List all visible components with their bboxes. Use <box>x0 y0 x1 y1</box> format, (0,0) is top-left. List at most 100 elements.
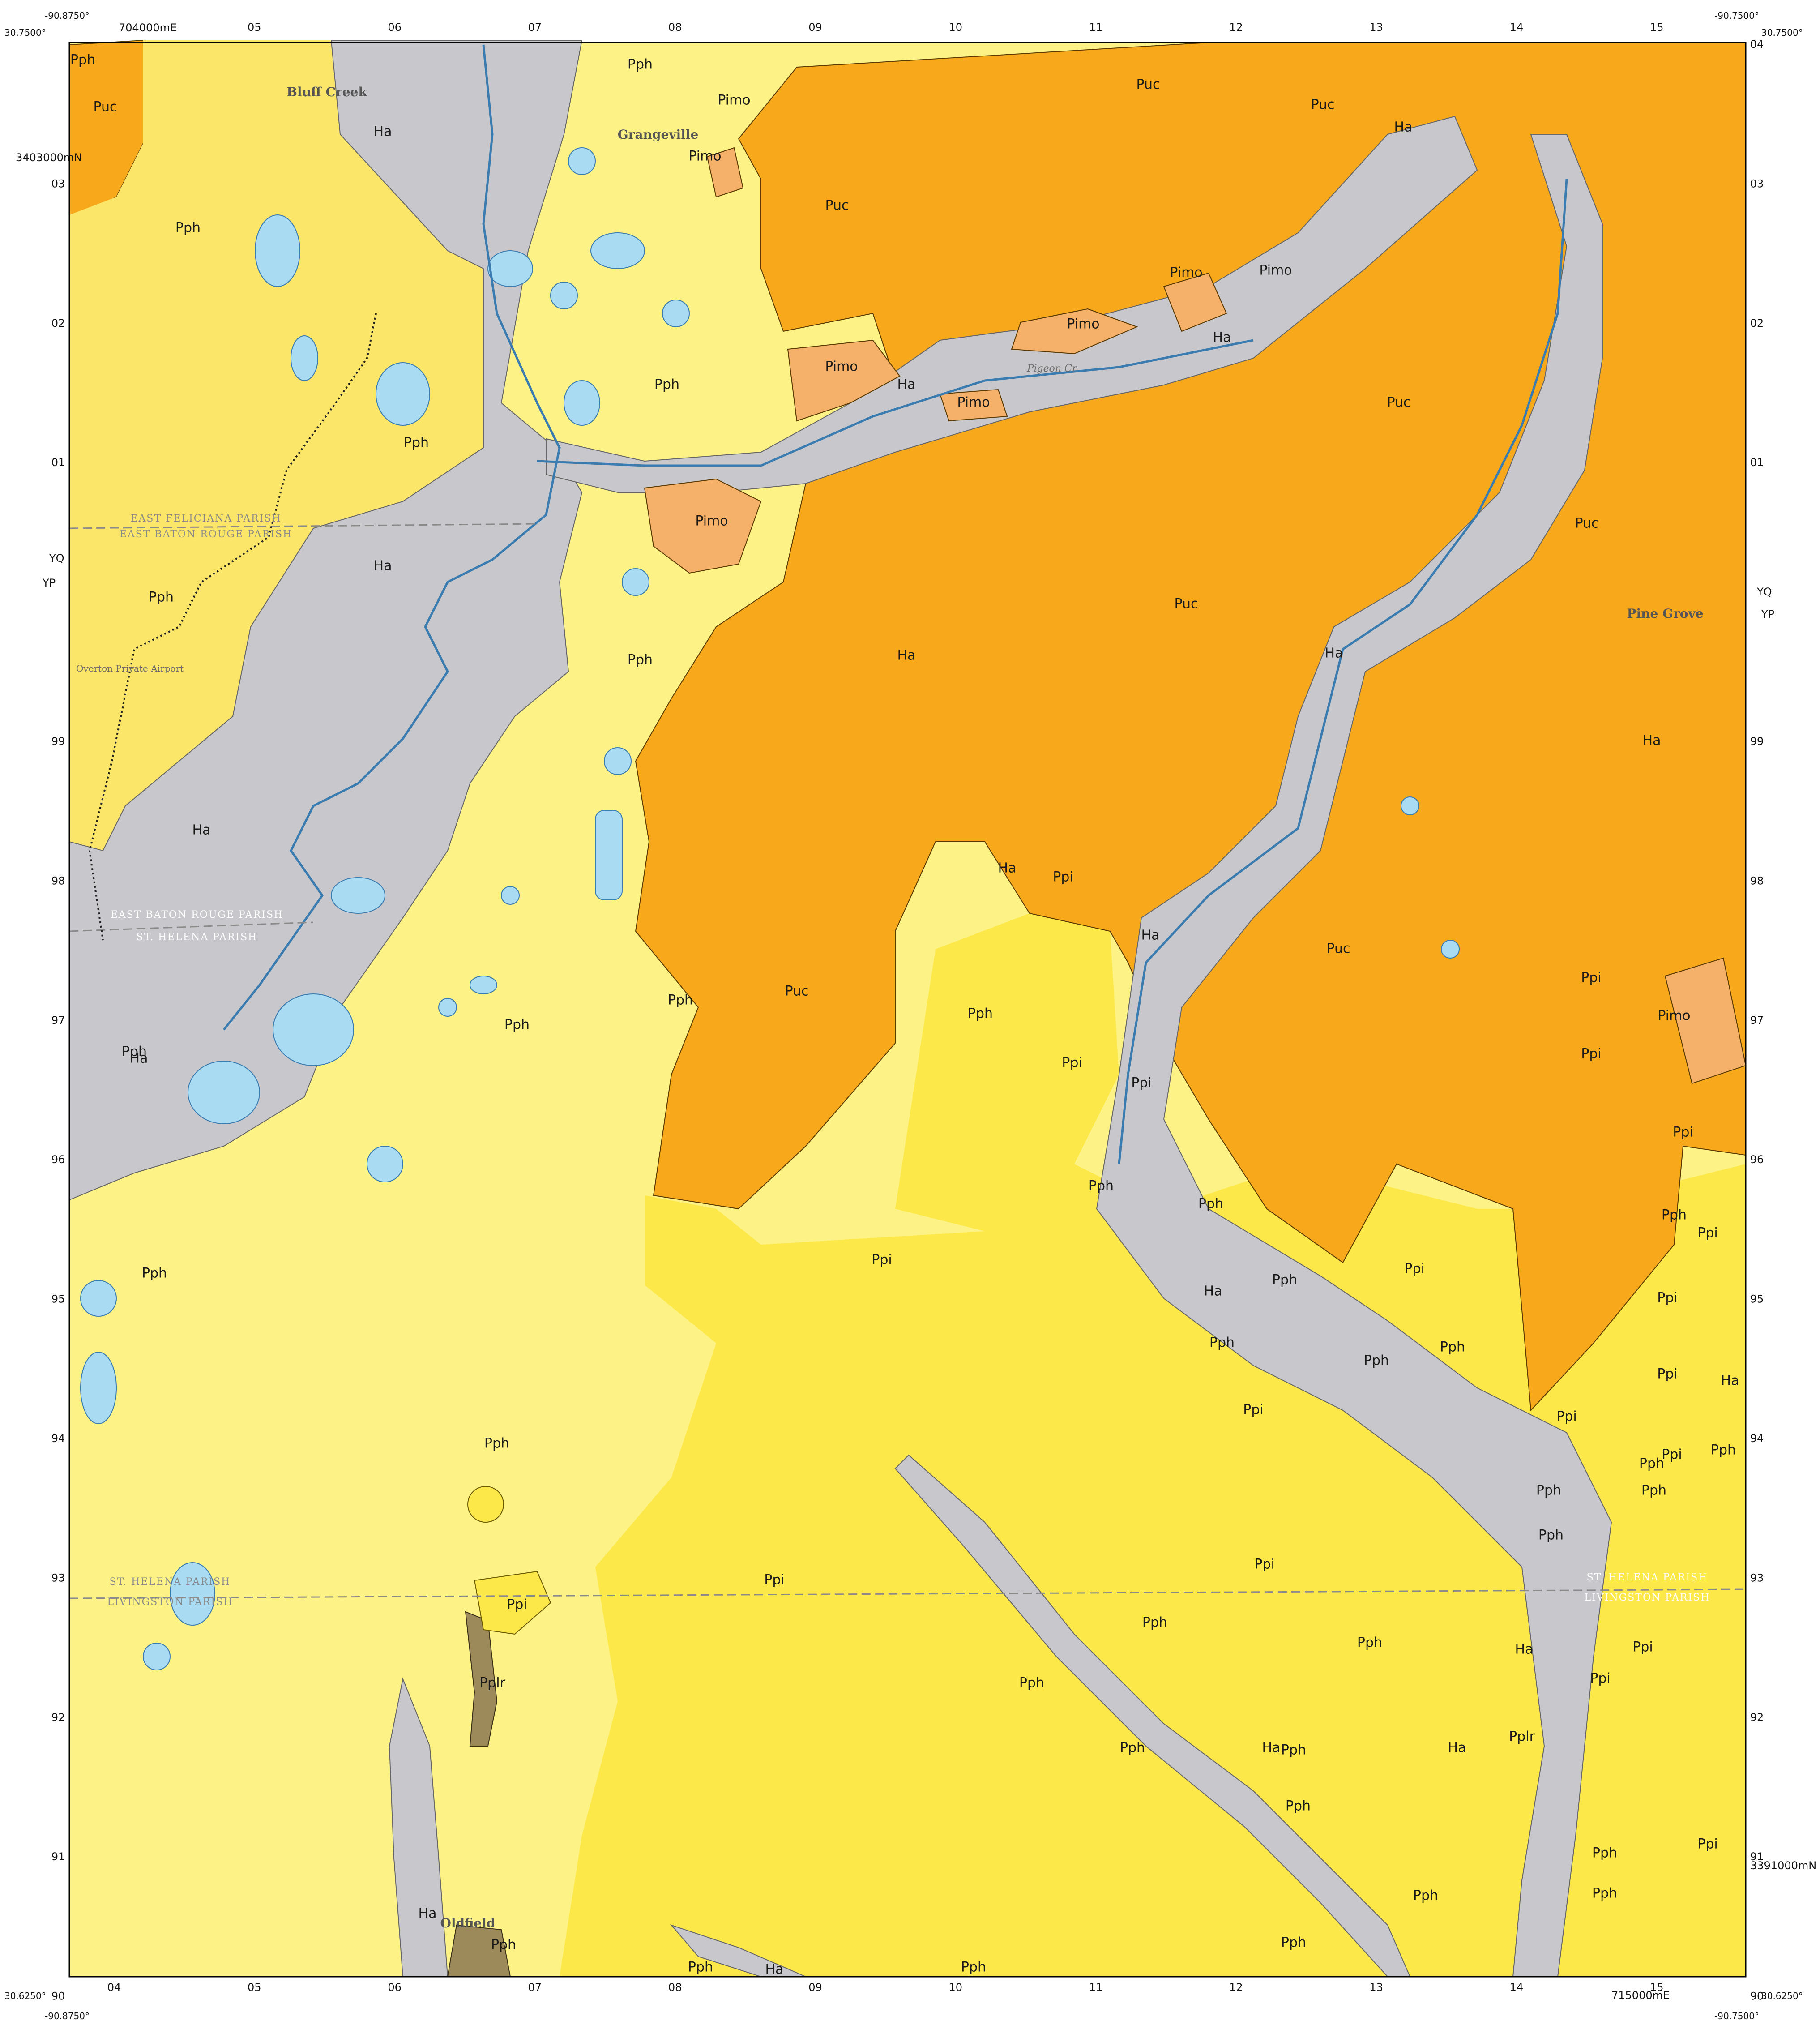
grid-tick-top: 06 <box>388 21 402 34</box>
unit-label-ppi: Ppi <box>1062 1055 1082 1071</box>
grid-tick-left: 92 <box>51 1711 65 1724</box>
unit-label-ha: Ha <box>1643 733 1661 749</box>
unit-label-pph: Pph <box>1357 1635 1382 1651</box>
parish-east-baton-rouge: EAST BATON ROUGE PARISH <box>120 529 292 540</box>
unit-label-pph: Pph <box>1538 1528 1564 1543</box>
grid-tick-left: 98 <box>51 874 65 887</box>
water-bodies <box>80 147 1460 1670</box>
unit-label-pimo: Pimo <box>688 149 721 164</box>
county-road <box>88 313 377 941</box>
grid-tick-left: 97 <box>51 1014 65 1027</box>
unit-label-pph: Pph <box>1592 1845 1617 1861</box>
unit-label-ha: Ha <box>998 861 1017 876</box>
grid-tick-right: 99 <box>1750 735 1764 748</box>
unit-label-ppi: Ppi <box>1053 869 1073 885</box>
unit-label-pph: Pph <box>1440 1340 1465 1355</box>
unit-label-ha: Ha <box>897 648 916 664</box>
unit-label-pimo: Pimo <box>1658 1008 1690 1024</box>
corner-tr-lat: 30.7500° <box>1761 27 1803 38</box>
streams <box>223 44 1568 1164</box>
unit-label-ppi: Ppi <box>764 1572 784 1588</box>
grid-tick-right: 96 <box>1750 1153 1764 1166</box>
unit-label-ppi: Ppi <box>1673 1125 1693 1140</box>
unit-label-puc: Puc <box>1387 395 1410 411</box>
place-oldfield: Oldfield <box>440 1916 496 1931</box>
unit-label-pph: Pph <box>1019 1675 1044 1691</box>
grid-tick-right: 98 <box>1750 874 1764 887</box>
unit-label-ppi: Ppi <box>1254 1557 1274 1572</box>
grid-tick-bottom: 06 <box>388 1981 402 1994</box>
unit-label-pph: Pph <box>961 1960 986 1975</box>
parish-boundaries <box>69 523 1746 1599</box>
corner-br-lat: 30.6250° <box>1761 1991 1803 2001</box>
unit-pimo-5 <box>939 389 1008 422</box>
utm-zone-right-bottom: YP <box>1761 608 1774 621</box>
unit-label-ppi: Ppi <box>1657 1290 1677 1306</box>
grid-tick-left: 01 <box>51 456 65 469</box>
grid-tick-right: 93 <box>1750 1571 1764 1584</box>
grid-tick-bottom: 11 <box>1089 1981 1103 1994</box>
place-overton: Overton Private Airport <box>76 663 184 674</box>
unit-ppi-area-2 <box>895 913 1119 1231</box>
unit-labels: PphPucPphHaPphPimoPimoPphPphHaPphPimoPph… <box>70 52 1739 1978</box>
unit-label-ppi: Ppi <box>1590 1671 1610 1687</box>
unit-label-pph: Pph <box>1639 1456 1664 1472</box>
unit-label-pph: Pph <box>1364 1353 1389 1369</box>
utm-right-northing: 3391000mN <box>1750 1859 1816 1872</box>
unit-label-pph: Pph <box>1641 1483 1666 1498</box>
grid-tick-right: 03 <box>1750 177 1764 190</box>
parish-east-baton-rouge-2: EAST BATON ROUGE PARISH <box>111 909 283 920</box>
corner-bl-lon: -90.8750° <box>45 2011 90 2021</box>
unit-label-pph: Pph <box>175 220 201 236</box>
grid-tick-bottom: 07 <box>528 1981 542 1994</box>
unit-label-pph: Pph <box>404 435 429 451</box>
unit-label-pplr: Pplr <box>1509 1729 1535 1745</box>
corner-tl-lon: -90.8750° <box>45 10 90 21</box>
unit-label-pph: Pph <box>968 1006 993 1022</box>
place-grangeville: Grangeville <box>618 127 699 142</box>
grid-tick-bottom: 09 <box>808 1981 822 1994</box>
unit-label-pimo: Pimo <box>1067 317 1099 332</box>
utm-left-northing: 3403000mN <box>16 151 82 164</box>
unit-pimo-2 <box>787 339 901 422</box>
unit-label-ha: Ha <box>1515 1642 1534 1657</box>
unit-label-ppi: Ppi <box>1131 1075 1151 1091</box>
grid-tick-top: 07 <box>528 21 542 34</box>
grid-tick-bottom: 12 <box>1229 1981 1243 1994</box>
grid-tick-right: 95 <box>1750 1293 1764 1306</box>
unit-label-pph: Pph <box>1662 1207 1687 1223</box>
place-bluff-creek: Bluff Creek <box>286 85 367 99</box>
unit-label-ha: Ha <box>897 377 916 393</box>
unit-label-ppi: Ppi <box>1697 1837 1717 1852</box>
unit-label-ppi: Ppi <box>507 1597 527 1613</box>
unit-label-pph: Pph <box>1592 1886 1617 1901</box>
unit-label-pph: Pph <box>654 377 679 393</box>
unit-label-puc: Puc <box>1136 77 1160 93</box>
grid-tick-bottom: 10 <box>949 1981 963 1994</box>
grid-tick-left: 95 <box>51 1293 65 1306</box>
unit-label-ha: Ha <box>1213 330 1231 346</box>
grid-tick-top: 15 <box>1650 21 1664 34</box>
unit-label-pph: Pph <box>1413 1888 1438 1904</box>
unit-label-ppi: Ppi <box>1657 1366 1677 1382</box>
unit-label-ppi: Ppi <box>1243 1402 1263 1418</box>
grid-tick-bottom: 05 <box>248 1981 261 1994</box>
unit-label-ha: Ha <box>1721 1373 1739 1389</box>
parish-livingston: LIVINGSTON PARISH <box>107 1597 233 1608</box>
unit-label-ha: Ha <box>1204 1284 1222 1299</box>
grid-tick-right: 97 <box>1750 1014 1764 1027</box>
grid-tick-right: 91 <box>1750 1850 1764 1863</box>
utm-zone-left-bottom: YP <box>42 577 56 589</box>
unit-label-puc: Puc <box>1174 596 1198 612</box>
parish-st-helena: ST. HELENA PARISH <box>137 932 258 943</box>
unit-ha-hog-branch <box>1096 134 1612 1977</box>
unit-label-pimo: Pimo <box>957 395 990 411</box>
unit-label-ha: Ha <box>1141 928 1160 943</box>
grid-tick-top: 05 <box>248 21 261 34</box>
unit-label-pplr: Pplr <box>479 1675 505 1691</box>
unit-label-ppi: Ppi <box>1404 1261 1424 1277</box>
grid-tick-right: 02 <box>1750 317 1764 330</box>
unit-label-pph: Pph <box>1120 1740 1145 1756</box>
unit-label-pph: Pph <box>122 1044 147 1060</box>
